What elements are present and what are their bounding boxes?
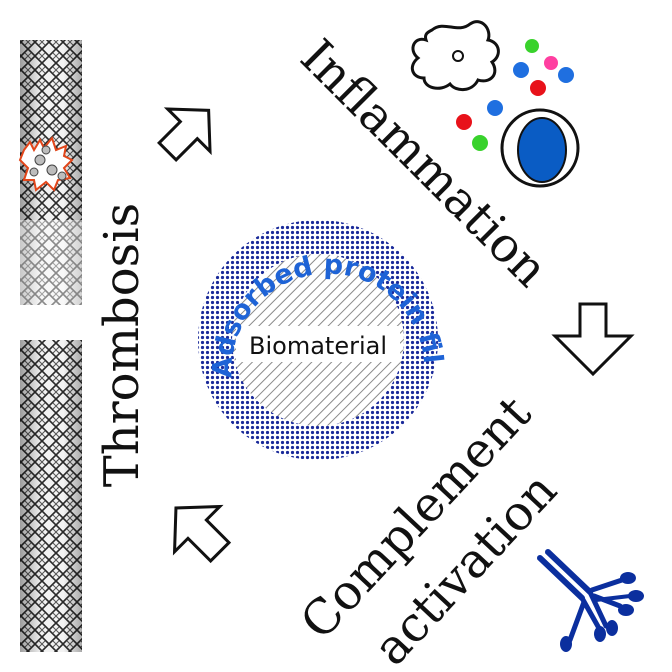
outline-arrow-icon bbox=[157, 107, 212, 162]
cytokine-dot bbox=[472, 135, 488, 151]
cytokine-dot bbox=[544, 56, 558, 70]
cytokine-dot bbox=[456, 114, 472, 130]
biomaterial-label: Biomaterial bbox=[249, 332, 387, 360]
biomaterial-label-bg bbox=[236, 326, 400, 362]
cytokine-dot bbox=[558, 67, 574, 83]
thrombus-icon bbox=[18, 135, 74, 192]
thrombosis-label: Thrombosis bbox=[94, 203, 150, 488]
stent-top bbox=[18, 40, 82, 305]
outline-arrow-icon bbox=[551, 302, 635, 377]
cytokine-dot bbox=[513, 62, 529, 78]
antibody-icon bbox=[537, 549, 644, 652]
outline-arrow-icon bbox=[172, 504, 232, 564]
inflammation-cells bbox=[410, 20, 580, 188]
arrow-to-thrombosis bbox=[172, 504, 232, 564]
nucleus-icon bbox=[517, 117, 567, 183]
cytokine-dot bbox=[487, 100, 503, 116]
arrow-to-complement bbox=[551, 302, 635, 377]
cytokine-dot bbox=[530, 80, 546, 96]
stent-bottom bbox=[20, 340, 82, 652]
cytokine-dot bbox=[525, 39, 539, 53]
arrow-to-inflammation bbox=[157, 107, 212, 162]
